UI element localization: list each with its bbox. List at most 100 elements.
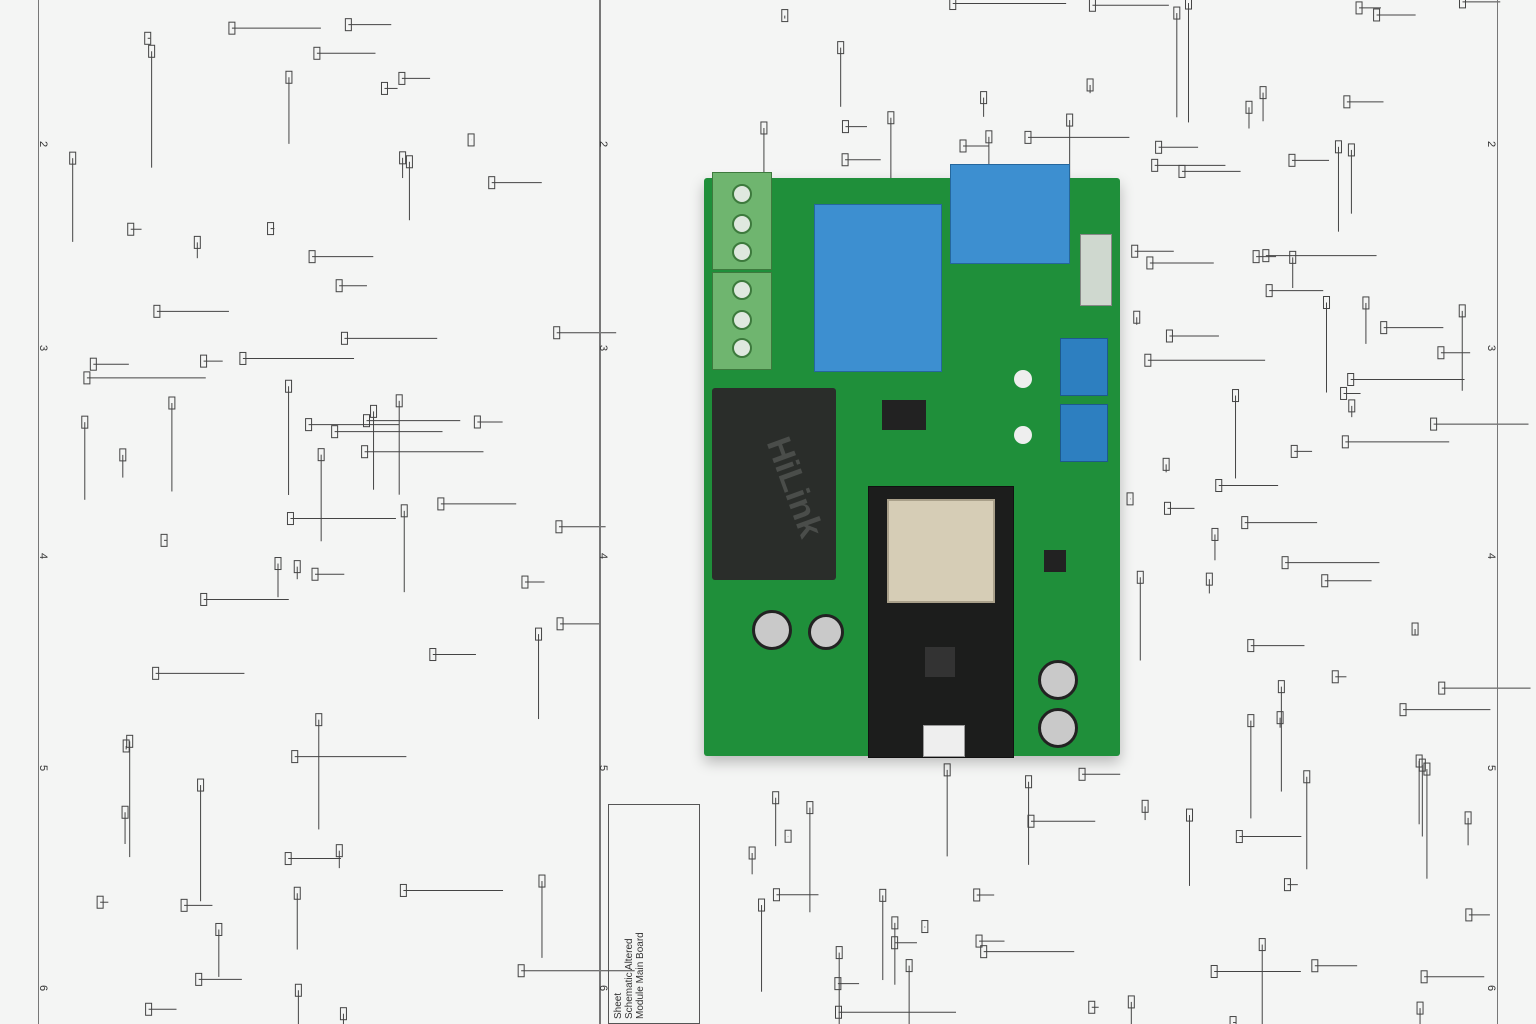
schematic-component bbox=[758, 898, 766, 912]
row-marker: 4 bbox=[37, 552, 50, 560]
capacitor bbox=[1038, 660, 1078, 700]
title-line: Sheet bbox=[613, 992, 624, 1019]
schematic-component bbox=[891, 916, 899, 930]
screw-icon bbox=[732, 184, 752, 204]
schematic-component bbox=[1235, 830, 1243, 844]
mounting-pad bbox=[1014, 370, 1032, 388]
schematic-component bbox=[294, 983, 302, 997]
schematic-component bbox=[1186, 808, 1194, 822]
schematic-component bbox=[81, 415, 89, 429]
schematic-component bbox=[837, 41, 845, 55]
schematic-component bbox=[1247, 714, 1255, 728]
schematic-component bbox=[284, 852, 292, 866]
schematic-component bbox=[291, 750, 299, 764]
schematic-component bbox=[1259, 86, 1267, 100]
schematic-component bbox=[193, 235, 201, 249]
screw-icon bbox=[732, 280, 752, 300]
wifi-module-shield bbox=[887, 499, 995, 603]
row-marker: 6 bbox=[37, 984, 50, 992]
schematic-component bbox=[126, 734, 134, 748]
title-line: Module Main Board bbox=[635, 932, 646, 1019]
schematic-component bbox=[293, 560, 301, 574]
schematic-component bbox=[305, 418, 313, 432]
screw-icon bbox=[732, 310, 752, 330]
schematic-component bbox=[1163, 501, 1171, 515]
schematic-component bbox=[311, 567, 319, 581]
schematic-component bbox=[370, 404, 378, 418]
schematic-component bbox=[1281, 556, 1289, 570]
schematic-component bbox=[1323, 295, 1331, 309]
schematic-component bbox=[760, 121, 768, 135]
schematic-component bbox=[1210, 964, 1218, 978]
schematic-component bbox=[1423, 762, 1431, 776]
schematic-component bbox=[1229, 1016, 1237, 1024]
schematic-component bbox=[1141, 799, 1149, 813]
schematic-component bbox=[1438, 681, 1446, 695]
schematic-component bbox=[127, 222, 135, 236]
screw-icon bbox=[732, 338, 752, 358]
blue-terminal-block bbox=[1060, 338, 1108, 396]
schematic-component bbox=[400, 504, 408, 518]
schematic-component bbox=[980, 945, 988, 959]
schematic-component bbox=[1088, 1000, 1096, 1014]
schematic-component bbox=[429, 648, 437, 662]
schematic-component bbox=[239, 351, 247, 365]
schematic-component bbox=[1155, 140, 1163, 154]
schematic-component bbox=[538, 874, 546, 888]
row-marker: 3 bbox=[597, 344, 610, 352]
schematic-component bbox=[553, 326, 561, 340]
schematic-component bbox=[1411, 622, 1419, 636]
blue-terminal-block bbox=[1060, 404, 1108, 462]
schematic-component bbox=[834, 977, 842, 991]
schematic-component bbox=[1348, 399, 1356, 413]
schematic-component bbox=[399, 883, 407, 897]
usb-port[interactable] bbox=[923, 725, 965, 757]
schematic-component bbox=[772, 791, 780, 805]
schematic-component bbox=[339, 1007, 347, 1021]
schematic-component bbox=[313, 46, 321, 60]
schematic-component bbox=[1283, 878, 1291, 892]
schematic-component bbox=[1205, 572, 1213, 586]
schematic-component bbox=[96, 895, 104, 909]
schematic-component bbox=[1146, 256, 1154, 270]
schematic-component bbox=[555, 520, 563, 534]
schematic-component bbox=[1127, 995, 1135, 1009]
schematic-component bbox=[1347, 143, 1355, 157]
usb-chip bbox=[925, 647, 955, 677]
ic-chip bbox=[1044, 550, 1066, 572]
schematic-component bbox=[1136, 570, 1144, 584]
schematic-component bbox=[335, 844, 343, 858]
row-marker: 6 bbox=[597, 984, 610, 992]
schematic-component bbox=[887, 111, 895, 125]
schematic-component bbox=[1331, 670, 1339, 684]
schematic-component bbox=[949, 0, 957, 11]
row-marker: 5 bbox=[597, 764, 610, 772]
schematic-component bbox=[1418, 758, 1426, 772]
schematic-component bbox=[556, 617, 564, 631]
regulator-chip bbox=[882, 400, 926, 430]
schematic-component bbox=[1027, 814, 1035, 828]
row-marker: 2 bbox=[1485, 140, 1498, 148]
schematic-component bbox=[772, 888, 780, 902]
title-line: Schematic Altered bbox=[624, 938, 635, 1019]
schematic-component bbox=[148, 44, 156, 58]
schematic-component bbox=[835, 946, 843, 960]
screw-icon bbox=[732, 214, 752, 234]
schematic-component bbox=[285, 70, 293, 84]
schematic-component bbox=[1245, 100, 1253, 114]
schematic-component bbox=[784, 829, 792, 843]
schematic-component bbox=[267, 222, 275, 236]
schematic-component bbox=[1162, 457, 1170, 471]
schematic-component bbox=[1185, 0, 1193, 10]
schematic-component bbox=[89, 357, 97, 371]
schematic-component bbox=[1321, 574, 1329, 588]
schematic-component bbox=[943, 763, 951, 777]
schematic-component bbox=[362, 414, 370, 428]
schematic-component bbox=[405, 155, 413, 169]
row-marker: 5 bbox=[37, 764, 50, 772]
schematic-component bbox=[841, 120, 849, 134]
schematic-component bbox=[905, 959, 913, 973]
row-marker: 2 bbox=[597, 140, 610, 148]
pin-header bbox=[1080, 234, 1112, 306]
